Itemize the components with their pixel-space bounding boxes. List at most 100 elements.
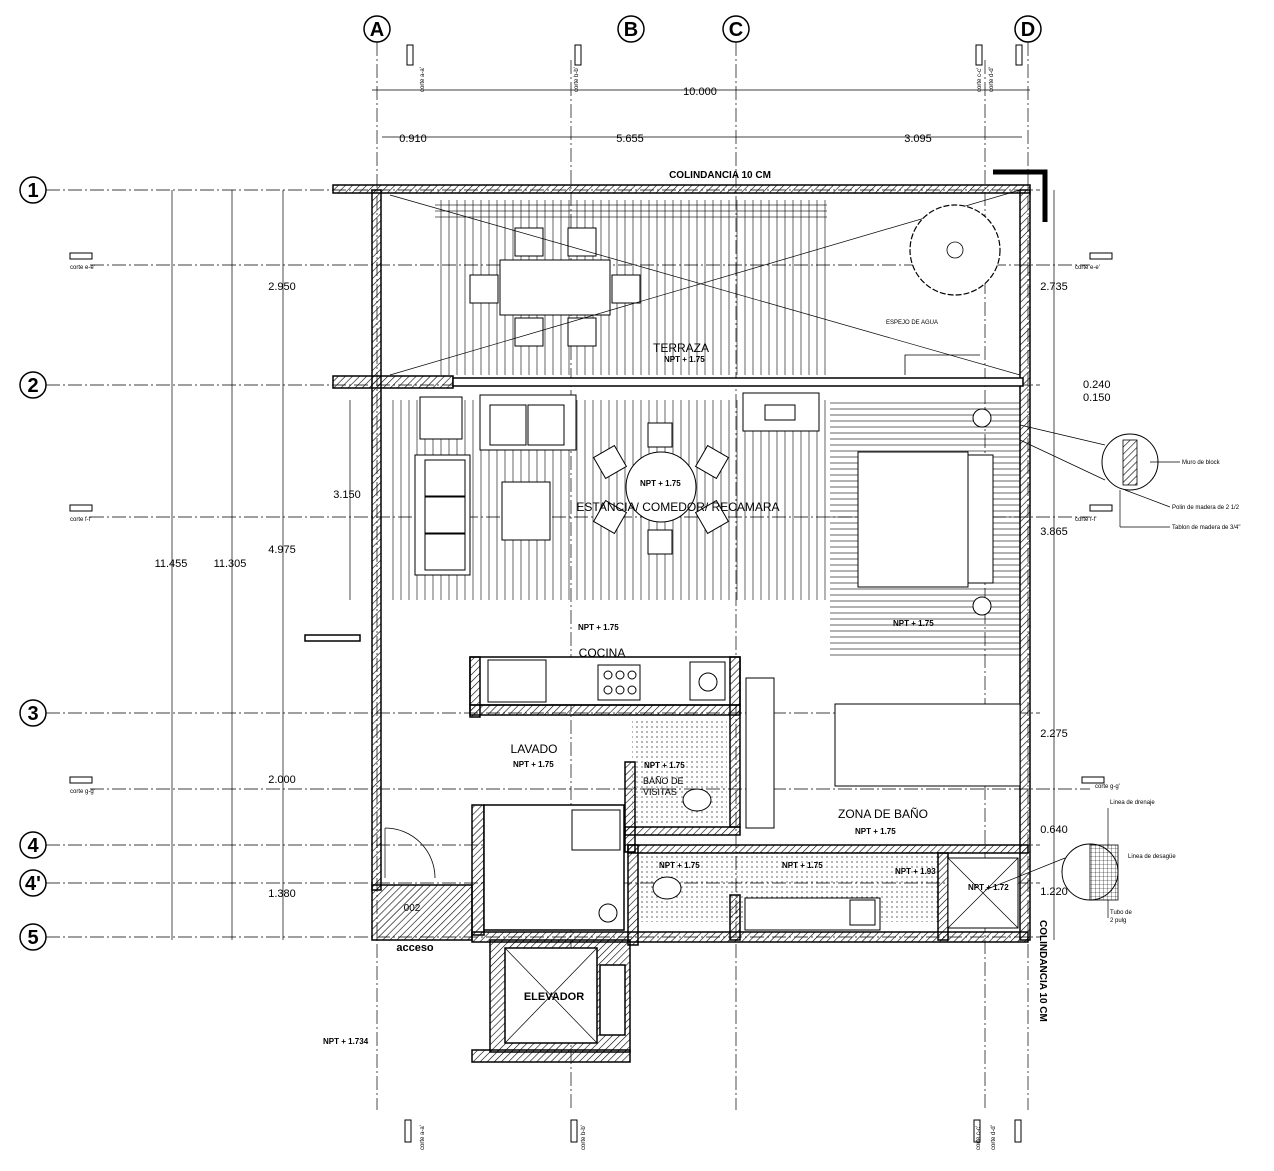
section-f-left: corte f-f' [69,504,93,523]
svg-text:corte f-f': corte f-f' [1075,517,1096,523]
room-estancia: ESTANCIA/ COMEDOR/ RECAMARA [576,500,779,514]
level-exterior: NPT + 1.734 [323,1037,369,1046]
section-markers: corte a-a' corte b-b' corte c-c' corte d… [69,44,1120,1150]
svg-text:D: D [1021,19,1035,41]
note-tubo: Tubo de [1110,910,1132,916]
detail-bubble-drain [984,808,1119,918]
svg-text:3.865: 3.865 [1040,526,1068,538]
svg-text:3.095: 3.095 [904,133,932,145]
svg-text:A: A [370,19,384,41]
room-cocina: COCINA [579,646,626,660]
svg-text:3: 3 [27,703,38,725]
svg-text:corte b-b': corte b-b' [581,1125,587,1150]
svg-text:corte g-g': corte g-g' [1095,784,1120,790]
svg-text:0.240: 0.240 [1083,379,1111,391]
level-pasillo-bano: NPT + 1.75 [782,861,823,870]
svg-text:5: 5 [27,927,38,949]
bed-icon [857,451,994,588]
sofa-icon [414,454,471,576]
svg-text:0.640: 0.640 [1040,824,1068,836]
svg-text:corte a-a': corte a-a' [420,67,426,92]
note-tubo-size: 2 pulg [1110,918,1126,924]
svg-text:0.150: 0.150 [1083,392,1111,404]
section-a-bottom: corte a-a' [404,1119,426,1150]
section-c-bottom: corte c-c' [973,1119,982,1150]
svg-text:corte c-c': corte c-c' [976,1126,982,1150]
section-c-top: corte c-c' [975,44,983,92]
level-tina: NPT + 1.93 [895,867,936,876]
svg-text:1: 1 [27,180,38,202]
section-e-left: corte e-e' [69,252,95,271]
svg-text:corte a-a': corte a-a' [420,1125,426,1150]
terraza-furniture [389,189,1021,376]
level-zona-bano: NPT + 1.75 [855,827,896,836]
svg-text:2.275: 2.275 [1040,728,1068,740]
level-wc: NPT + 1.75 [659,861,700,870]
svg-text:2.950: 2.950 [268,281,296,293]
note-tablon: Tablon de madera de 3/4" [1172,525,1241,531]
svg-text:corte d-d': corte d-d' [991,1125,997,1150]
svg-text:10.000: 10.000 [683,86,717,98]
section-b-bottom: corte b-b' [570,1119,587,1150]
row-axis-4-prime: 4' [19,869,47,897]
kitchen-fixtures [384,659,1021,931]
tree-icon [909,204,1001,296]
svg-text:2.735: 2.735 [1040,281,1068,293]
section-f-right: corte f-f' [1075,504,1113,523]
svg-text:11.305: 11.305 [214,558,247,570]
section-d-bottom: corte d-d' [991,1119,1022,1150]
row-axis-4: 4 [19,831,47,859]
labels: COLINDANCIA 10 CM COLINDANCIA 10 CM TERR… [323,170,1241,1046]
note-polin: Polin de madera de 2 1/2 [1172,505,1240,511]
svg-text:B: B [624,19,638,41]
section-b-top: corte b-b' [574,44,582,92]
section-d-top: corte d-d' [989,44,1023,92]
svg-text:0.910: 0.910 [399,133,427,145]
room-lavado: LAVADO [511,742,558,756]
svg-text:1.220: 1.220 [1040,886,1068,898]
access-label: acceso [396,942,434,954]
boundary-top-label: COLINDANCIA 10 CM [669,170,771,181]
svg-text:corte e-e': corte e-e' [70,265,95,271]
level-comedor: NPT + 1.75 [640,479,681,488]
room-bano-visitas-1: BAÑO DE [643,776,684,786]
water-mirror-label: ESPEJO DE AGUA [886,320,938,326]
room-terraza: TERRAZA [653,341,709,355]
room-bano-visitas-2: VISITAS [643,787,677,797]
row-axis-1: 1 [19,176,47,204]
svg-text:corte d-d': corte d-d' [989,67,995,92]
svg-text:3.150: 3.150 [333,489,361,501]
svg-text:4': 4' [25,873,41,895]
svg-text:corte b-b': corte b-b' [574,67,580,92]
svg-text:4: 4 [27,835,39,857]
column-axis-d: D [1014,15,1042,43]
toilet-icon [652,788,712,900]
level-bano-visitas: NPT + 1.75 [644,761,685,770]
column-axis-a: A [363,15,391,43]
dining-table-icon [592,422,730,555]
detail-bubble-wall [1019,424,1180,528]
boundary-right-label: COLINDANCIA 10 CM [1037,920,1048,1022]
svg-text:5.655: 5.655 [616,133,644,145]
dimension-lines: 10.000 0.910 5.655 3.095 11.455 11.305 2… [155,86,1111,940]
svg-text:C: C [729,19,743,41]
section-g-right: corte g-g' [1081,776,1120,790]
door-number: 002 [404,903,421,914]
section-e-right: corte e-e' [1075,252,1113,271]
room-elevador: ELEVADOR [524,991,584,1003]
svg-text:corte f-f': corte f-f' [70,517,91,523]
note-linea-desague: Linea de desagüe [1128,854,1176,860]
level-terraza: NPT + 1.75 [664,355,705,364]
level-recamara: NPT + 1.75 [893,619,934,628]
svg-text:2.000: 2.000 [268,774,296,786]
section-g-left: corte g-g' [69,776,95,795]
note-linea-drenaje: Linea de drenaje [1110,800,1155,806]
section-a-top: corte a-a' [406,44,426,92]
level-lavado: NPT + 1.75 [513,760,554,769]
level-regadera: NPT + 1.72 [968,883,1009,892]
living-furniture [414,392,994,616]
column-axis-b: B [617,15,645,43]
svg-text:4.975: 4.975 [268,544,296,556]
svg-text:1.380: 1.380 [268,888,296,900]
